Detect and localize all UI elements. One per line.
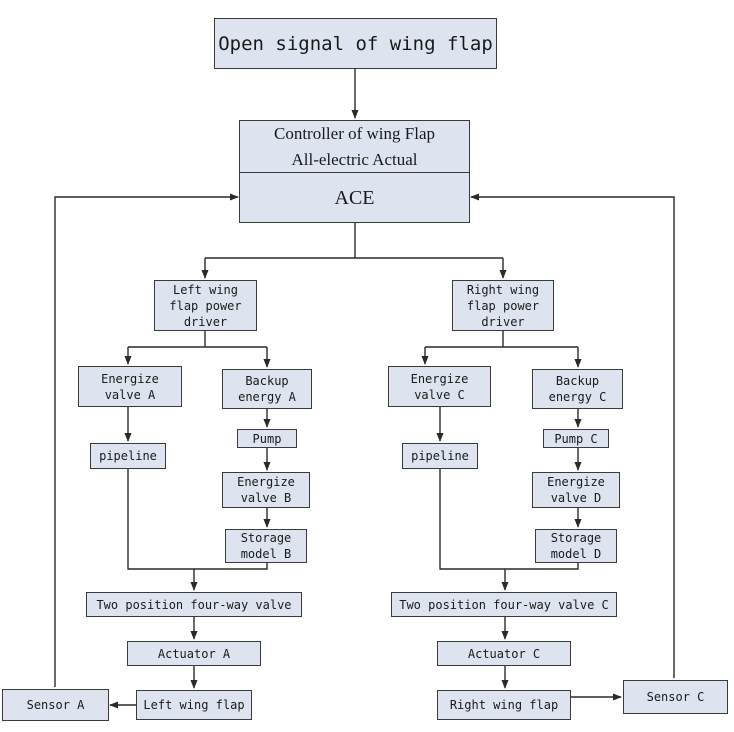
right-driver-box: Right wing flap power driver [452, 280, 554, 331]
backup-c-box: Backup energy C [532, 369, 623, 409]
line-storage-b-merge [194, 563, 268, 570]
actuator-c-box: Actuator C [437, 641, 571, 666]
open-signal-box: Open signal of wing flap [214, 18, 497, 69]
backup-a-box: Backup energy A [222, 369, 312, 409]
pump-c-box: Pump C [543, 429, 609, 448]
arrow-sensor-c-feedback [470, 193, 675, 678]
two-position-valve-right-box: Two position four-way valve C [391, 592, 617, 617]
sensor-a-box: Sensor A [2, 689, 109, 721]
line-storage-d-merge [505, 563, 579, 570]
pipeline-right-box: pipeline [402, 443, 478, 469]
storage-b-box: Storage model B [225, 529, 307, 563]
sensor-c-box: Sensor C [623, 680, 728, 714]
energize-a-box: Energize valve A [78, 366, 182, 407]
line-pipeline-right-merge [439, 469, 505, 570]
line-pipeline-left-merge [127, 469, 194, 570]
arrow-sensor-a-feedback [54, 193, 239, 687]
controller-box: Controller of wing Flap All-electric Act… [239, 120, 470, 173]
energize-c-box: Energize valve C [388, 366, 491, 407]
two-position-valve-left-box: Two position four-way valve [86, 592, 302, 617]
actuator-a-box: Actuator A [127, 641, 261, 666]
energize-b-box: Energize valve B [222, 472, 310, 508]
ace-box: ACE [239, 172, 470, 223]
pump-box: Pump [237, 429, 297, 448]
pipeline-left-box: pipeline [90, 443, 166, 469]
left-wing-flap-box: Left wing flap [136, 690, 252, 720]
right-wing-flap-box: Right wing flap [437, 690, 571, 720]
storage-d-box: Storage model D [535, 529, 617, 563]
left-driver-box: Left wing flap power driver [154, 280, 257, 331]
energize-d-box: Energize valve D [532, 472, 620, 508]
